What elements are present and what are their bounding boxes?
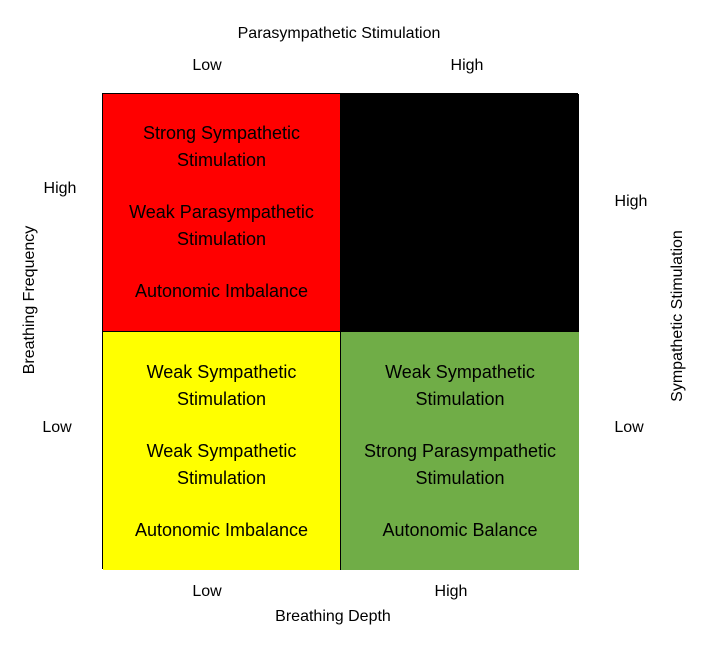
left-axis-low-label: Low	[42, 419, 72, 436]
quadrant-statement-line: Weak Sympathetic	[385, 361, 535, 382]
bottom-axis-title: Breathing Depth	[275, 608, 391, 625]
top-axis-high-label: High	[450, 57, 484, 74]
left-axis-high-label: High	[43, 180, 77, 197]
right-axis-title: Sympathetic Stimulation	[669, 230, 686, 402]
quadrant-statement-line: Stimulation	[176, 150, 267, 171]
quadrant-top-right	[341, 94, 579, 332]
quadrant-statement-line: Stimulation	[415, 388, 505, 409]
right-axis-high-label: High	[614, 193, 648, 210]
right-axis-low-label: Low	[614, 419, 644, 436]
top-axis-title: Parasympathetic Stimulation	[237, 25, 441, 42]
quadrant-statement: Autonomic Imbalance	[135, 517, 308, 544]
quadrant-statement-line: Strong Parasympathetic	[363, 440, 557, 461]
bottom-axis-low-label: Low	[192, 583, 222, 600]
top-axis-low-label: Low	[192, 57, 222, 74]
quadrant-statement: Autonomic Imbalance	[135, 278, 308, 305]
left-axis-title: Breathing Frequency	[21, 225, 38, 375]
quadrant-statement-line: Stimulation	[176, 467, 267, 488]
quadrant-statement-line: Stimulation	[415, 467, 505, 488]
quadrant-statement: Autonomic Balance	[382, 517, 537, 544]
quadrant-statement-line: Autonomic Balance	[382, 519, 538, 540]
quadrant-statement-line: Weak Sympathetic	[146, 440, 297, 461]
quadrant-statement-line: Weak Parasympathetic	[129, 201, 314, 222]
quadrant-statement-line: Autonomic Imbalance	[134, 280, 309, 301]
quadrant-statement-line: Stimulation	[176, 228, 267, 249]
quadrant-statement-line: Weak Sympathetic	[146, 361, 297, 382]
quadrant-statement-line: Autonomic Imbalance	[134, 519, 309, 540]
quadrant-statement-line: Strong Sympathetic	[142, 123, 301, 144]
quadrant-statement-line: Stimulation	[176, 388, 267, 409]
bottom-axis-high-label: High	[434, 583, 468, 600]
